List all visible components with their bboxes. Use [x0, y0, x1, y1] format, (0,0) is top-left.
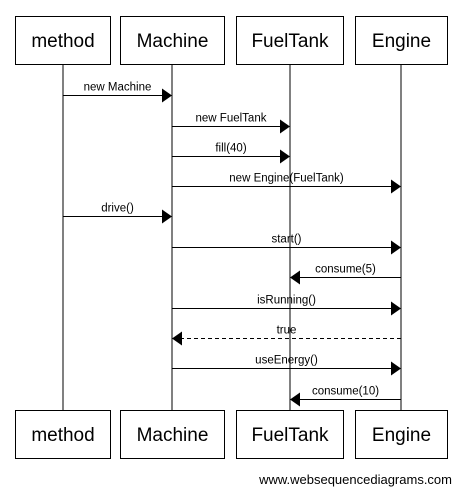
message-arrowhead	[172, 331, 182, 346]
message-arrowhead	[391, 240, 401, 255]
message-arrowhead	[280, 119, 290, 134]
top-participant-boxes: method Machine FuelTank Engine	[15, 16, 448, 65]
participant-label-top-fueltank: FuelTank	[251, 31, 329, 52]
message-label: new FuelTank	[196, 113, 267, 125]
message-label: fill(40)	[215, 143, 246, 155]
lifelines	[62, 64, 402, 410]
participant-label-bottom-machine: Machine	[137, 425, 209, 446]
participant-box-top-machine	[120, 16, 225, 65]
participant-box-bottom-method	[15, 410, 111, 459]
message-arrowhead	[391, 179, 401, 194]
message-label: drive()	[101, 203, 134, 215]
message-label: consume(10)	[312, 386, 379, 398]
message-label: isRunning()	[257, 295, 316, 307]
message-label: new Machine	[84, 82, 152, 94]
participant-label-bottom-method: method	[31, 425, 94, 446]
participant-label-bottom-engine: Engine	[372, 425, 431, 446]
participant-box-top-method	[15, 16, 111, 65]
messages: new Machine new FuelTank fill(40) new Engin…	[63, 82, 401, 407]
participant-box-top-fueltank	[236, 16, 344, 65]
message-arrowhead	[290, 392, 300, 407]
message-arrowhead	[162, 209, 172, 224]
message-label: consume(5)	[315, 264, 376, 276]
message-arrowhead	[280, 149, 290, 164]
message-label: useEnergy()	[255, 355, 318, 367]
participant-box-bottom-machine	[120, 410, 225, 459]
bottom-participant-boxes: method Machine FuelTank Engine	[15, 410, 448, 459]
participant-label-top-machine: Machine	[137, 31, 209, 52]
message-arrowhead	[391, 301, 401, 316]
message-arrowhead	[391, 361, 401, 376]
message-arrowhead	[162, 88, 172, 103]
participant-box-bottom-fueltank	[236, 410, 344, 459]
participant-label-top-engine: Engine	[372, 31, 431, 52]
participant-box-top-engine	[355, 16, 448, 65]
participant-label-top-method: method	[31, 31, 94, 52]
message-label: true	[277, 325, 297, 337]
participant-label-bottom-fueltank: FuelTank	[251, 425, 329, 446]
participant-box-bottom-engine	[355, 410, 448, 459]
watermark-text: www.websequencediagrams.com	[258, 472, 452, 487]
message-arrowhead	[290, 270, 300, 285]
message-label: new Engine(FuelTank)	[229, 173, 344, 185]
message-label: start()	[271, 234, 301, 246]
